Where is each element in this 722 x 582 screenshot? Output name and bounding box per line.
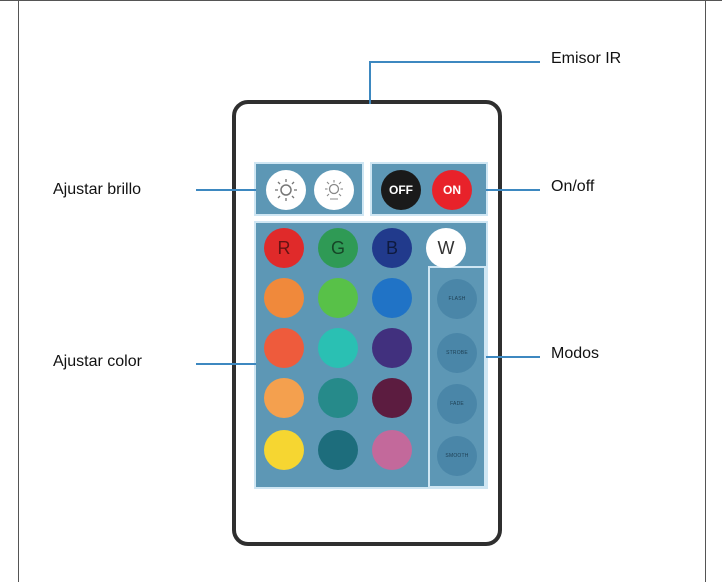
mode-button-fade[interactable]: FADE [437,384,477,424]
color-label: Ajustar color [53,353,142,370]
on-label: ON [443,183,461,197]
frame-right-line [705,0,706,582]
ir-emitter-label: Emisor IR [551,50,622,67]
mode-button-label: SMOOTH [445,453,469,459]
mode-button-label: FADE [450,401,464,407]
color-swatch-button[interactable] [264,278,304,318]
dim-sun-icon [325,180,343,200]
color-button-label: B [385,237,398,258]
mode-button-label: FLASH [448,296,466,302]
color-swatch-button[interactable] [264,378,304,418]
off-button[interactable]: OFF [381,170,421,210]
color-button-label: W [437,237,455,258]
frame-left-line [18,0,19,582]
color-button-w[interactable]: W [426,228,466,268]
on-button[interactable]: ON [432,170,472,210]
mode-button-flash[interactable]: FLASH [437,279,477,319]
color-swatch-button[interactable] [372,328,412,368]
brightness-up-button[interactable] [266,170,306,210]
modes-highlight [428,266,486,488]
color-swatch-button[interactable] [372,430,412,470]
color-swatch-button[interactable] [372,278,412,318]
mode-button-strobe[interactable]: STROBE [437,333,477,373]
ir-emitter-callout-line [369,61,540,104]
mode-button-smooth[interactable]: SMOOTH [437,436,477,476]
sun-icon [275,179,297,201]
color-swatch-button[interactable] [318,430,358,470]
color-highlight [254,221,488,489]
mode-button-label: STROBE [446,350,468,356]
color-button-r[interactable]: R [264,228,304,268]
color-swatch-button[interactable] [264,430,304,470]
color-button-g[interactable]: G [318,228,358,268]
power-label: On/off [551,178,595,195]
color-swatch-button[interactable] [318,278,358,318]
color-swatch-button[interactable] [318,328,358,368]
off-label: OFF [389,183,413,197]
brightness-label: Ajustar brillo [53,181,142,198]
brightness-down-button[interactable] [314,170,354,210]
color-button-label: R [277,237,291,258]
modes-label: Modos [551,345,600,362]
frame-top-line [0,0,722,1]
color-button-label: G [330,237,345,258]
color-swatch-button[interactable] [264,328,304,368]
color-button-b[interactable]: B [372,228,412,268]
color-swatch-button[interactable] [372,378,412,418]
color-swatch-button[interactable] [318,378,358,418]
